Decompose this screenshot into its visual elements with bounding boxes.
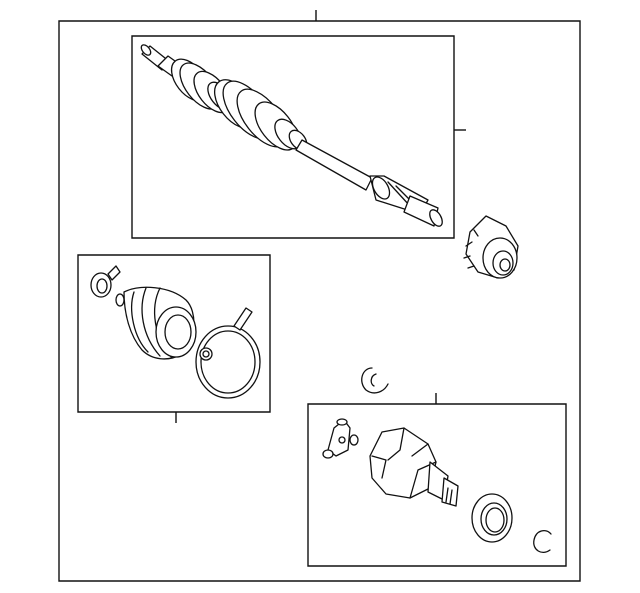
boot-kit-box	[78, 255, 270, 412]
snap-ring	[534, 531, 551, 553]
axle-shaft-assembly-group[interactable]	[132, 36, 466, 238]
outer-boot-kit-group[interactable]	[78, 255, 270, 423]
small-clamp	[91, 266, 120, 297]
tone-ring[interactable]	[464, 216, 518, 278]
joint-housing	[370, 428, 458, 506]
outer-frame	[59, 10, 580, 581]
inner-joint-kit-group[interactable]	[308, 393, 566, 566]
axle-shaft-drawing	[139, 43, 444, 228]
tripod-joint	[323, 419, 358, 458]
oil-seal	[472, 494, 512, 542]
inner-joint-box	[308, 404, 566, 566]
axle-assembly-box	[132, 36, 454, 238]
large-clamp-band	[196, 308, 260, 398]
retaining-clip[interactable]	[362, 368, 388, 393]
outer-boot	[116, 287, 196, 359]
